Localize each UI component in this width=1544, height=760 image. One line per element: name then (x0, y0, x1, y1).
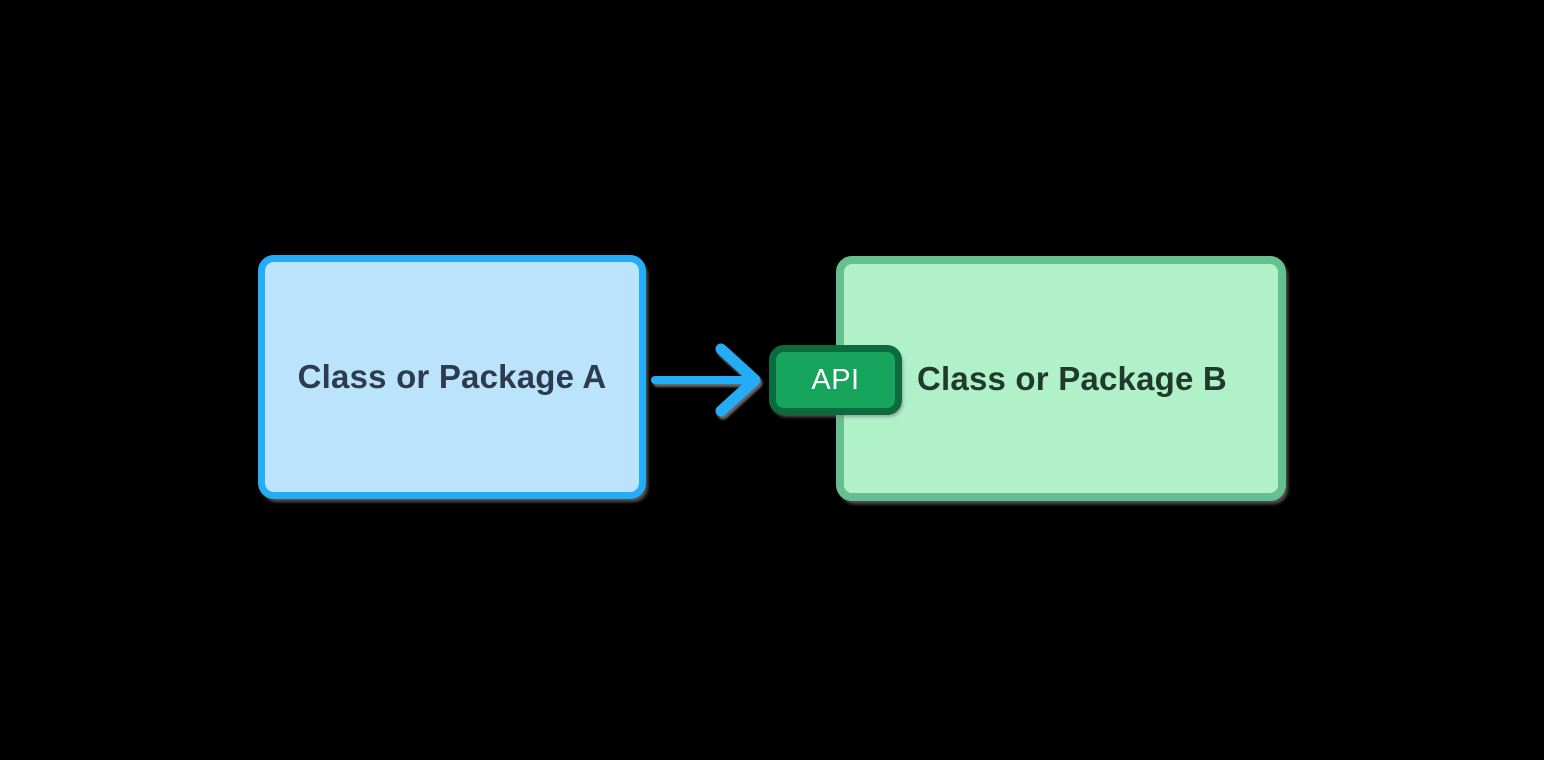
arrow-head (715, 343, 761, 417)
class-or-package-b-box: Class or Package B (836, 256, 1286, 501)
arrow-right-icon (651, 343, 761, 417)
api-badge: API (769, 345, 902, 415)
class-or-package-a-label: Class or Package A (297, 358, 607, 395)
api-badge-label: API (811, 363, 860, 396)
class-or-package-b-label: Class or Package B (917, 359, 1227, 397)
class-or-package-a-box: Class or Package A (258, 255, 646, 499)
